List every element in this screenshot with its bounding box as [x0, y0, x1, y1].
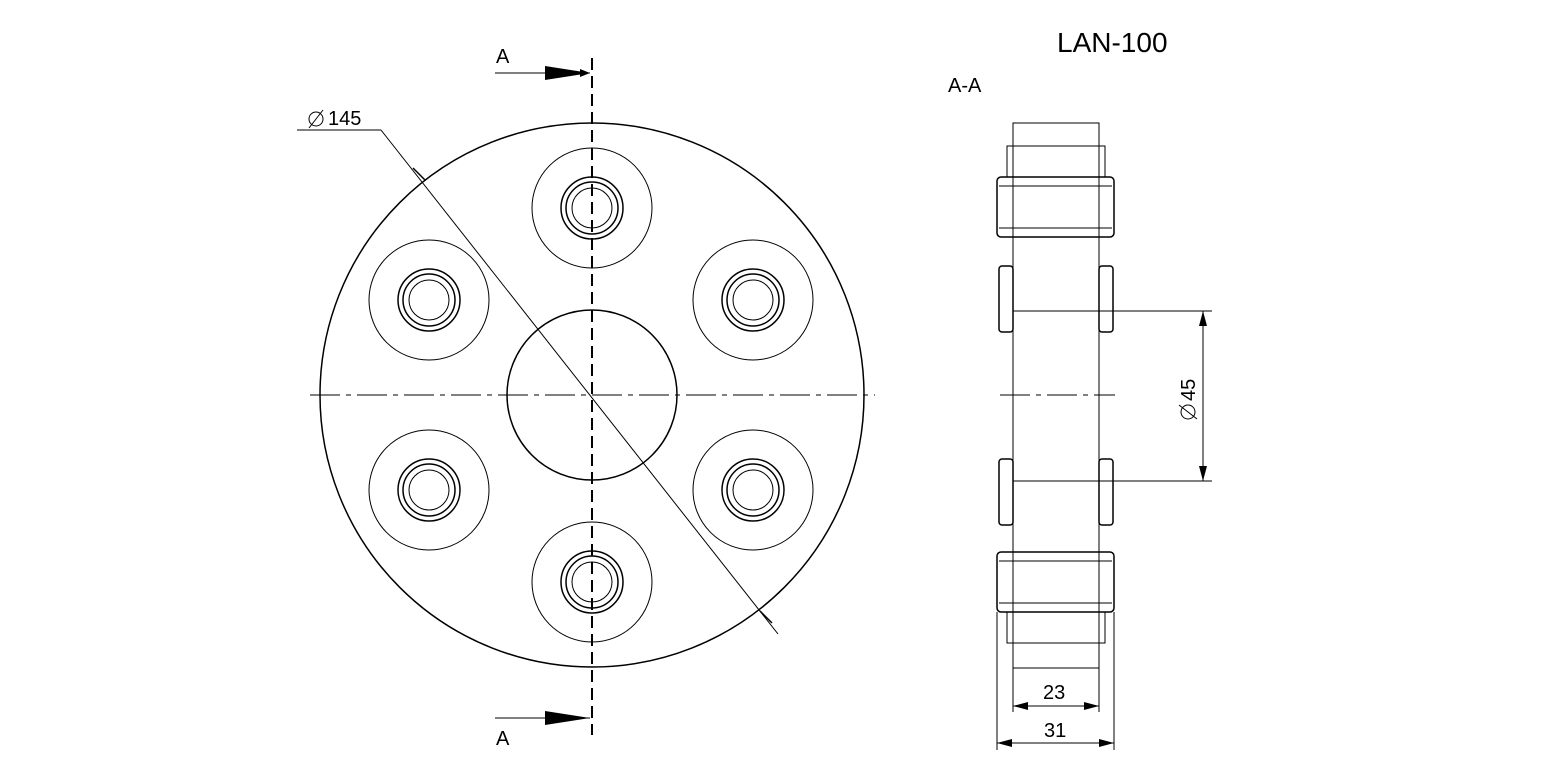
- top-bushing: [996, 145, 1115, 238]
- inner-width-dimension: 23: [1012, 668, 1100, 712]
- bolt-boss-upper-right: [692, 239, 814, 361]
- outer-diameter-value: 145: [328, 108, 361, 130]
- front-view: A A 145: [297, 46, 875, 750]
- bolt-boss-upper-left: [368, 239, 490, 361]
- outer-width-dimension: 31: [996, 612, 1115, 750]
- part-title: LAN-100: [1057, 27, 1168, 58]
- cut-marker-top-label: A: [496, 46, 510, 68]
- bore-diameter-dimension: 45: [1099, 310, 1212, 482]
- diameter-symbol-icon: [308, 109, 324, 129]
- diameter-symbol-icon: [1178, 404, 1198, 420]
- bolt-boss-lower-right: [692, 429, 814, 551]
- bolt-boss-lower-left: [368, 429, 490, 551]
- inner-width-value: 23: [1043, 682, 1065, 704]
- bottom-bushing: [996, 551, 1115, 644]
- cut-marker-top: A: [495, 46, 590, 80]
- cut-marker-bottom: A: [495, 711, 590, 750]
- section-bore: [1012, 310, 1100, 482]
- section-label: A-A: [948, 75, 982, 97]
- outer-diameter-dimension: 145: [297, 108, 779, 635]
- bore-diameter-value: 45: [1178, 379, 1200, 401]
- outer-width-value: 31: [1044, 720, 1066, 742]
- side-bosses: [998, 265, 1114, 526]
- section-view: LAN-100 A-A: [948, 27, 1212, 750]
- cut-marker-bottom-label: A: [496, 728, 510, 750]
